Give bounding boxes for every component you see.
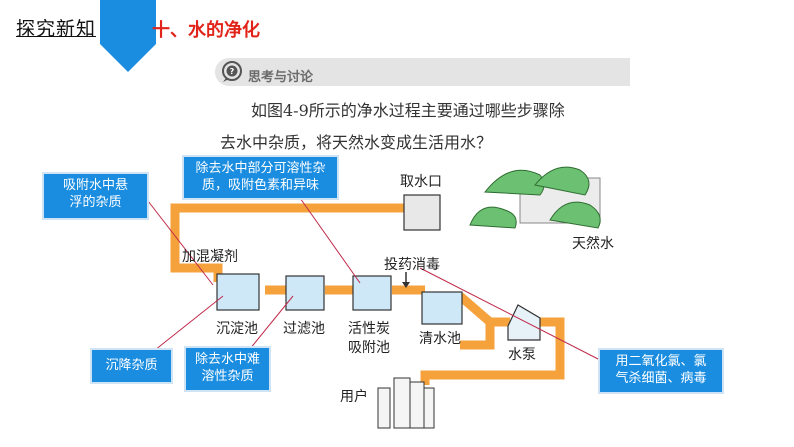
question-bubble-icon: ? — [220, 61, 244, 83]
callout-line-soluble — [299, 197, 361, 284]
callout-adsorb-line-1: 吸附水中悬 — [62, 178, 128, 193]
callout-line-chlorine — [419, 267, 601, 361]
coagulant-label: 加混凝剂 — [182, 249, 238, 265]
clear-water-label: 清水池 — [419, 331, 461, 347]
callout-settle: 沉降杂质 — [90, 348, 173, 384]
sedimentation-label: 沉淀池 — [216, 321, 258, 337]
pipe-4 — [457, 292, 510, 327]
filtration-tank — [285, 275, 325, 311]
clear-water-tank — [421, 291, 463, 325]
callout-chlorine: 用二氧化氯、氯 气杀细菌、病毒 — [598, 348, 724, 394]
callout-insoluble: 除去水中难 溶性杂质 — [184, 346, 271, 392]
callout-settle-text: 沉降杂质 — [105, 358, 158, 373]
carbon-label-2: 吸附池 — [348, 340, 390, 356]
discussion-title-bar — [215, 58, 630, 86]
natural-water-scene — [469, 166, 601, 229]
natural-water-label: 天然水 — [572, 236, 614, 252]
pipe-5 — [420, 317, 565, 385]
callout-soluble-line-1: 除去水中部分可溶性杂 — [195, 161, 326, 176]
question-line-2: 去水中杂质，将天然水变成生活用水？ — [220, 133, 493, 152]
callout-soluble-line-2: 质，吸附色素和异味 — [201, 178, 319, 193]
svg-text:?: ? — [230, 67, 235, 76]
user-buildings — [377, 377, 435, 429]
callout-line-insoluble — [244, 295, 294, 356]
nav-label[interactable]: 探究新知 — [16, 18, 97, 40]
header-accent-shape — [100, 0, 156, 72]
carbon-label-1: 活性炭 — [348, 321, 390, 337]
intake-box — [403, 194, 441, 231]
intake-label: 取水口 — [400, 174, 442, 190]
callout-insoluble-line-2: 溶性杂质 — [201, 369, 254, 384]
pipe-6 — [460, 322, 495, 350]
callout-adsorb-line-2: 浮的杂质 — [69, 195, 122, 210]
sedimentation-tank — [216, 273, 260, 311]
pump-box — [507, 304, 541, 341]
callout-adsorb: 吸附水中悬 浮的杂质 — [42, 172, 149, 220]
question-line-1: 如图4-9所示的净水过程主要通过哪些步骤除 — [251, 101, 565, 120]
filtration-label: 过滤池 — [283, 321, 325, 337]
section-title: 十、水的净化 — [152, 20, 260, 41]
callout-soluble: 除去水中部分可溶性杂 质，吸附色素和异味 — [182, 155, 339, 200]
user-label: 用户 — [340, 389, 368, 405]
callout-line-adsorb — [147, 200, 214, 286]
pump-label: 水泵 — [508, 347, 536, 363]
callout-line-settle — [154, 295, 224, 351]
callout-chlorine-line-1: 用二氧化氯、氯 — [615, 354, 707, 369]
discussion-title: 思考与讨论 — [248, 70, 314, 85]
disinfect-label: 投药消毒 — [384, 257, 440, 273]
callout-chlorine-line-2: 气杀细菌、病毒 — [615, 371, 707, 386]
callout-insoluble-line-1: 除去水中难 — [194, 352, 260, 367]
intake-pipe — [170, 203, 420, 282]
